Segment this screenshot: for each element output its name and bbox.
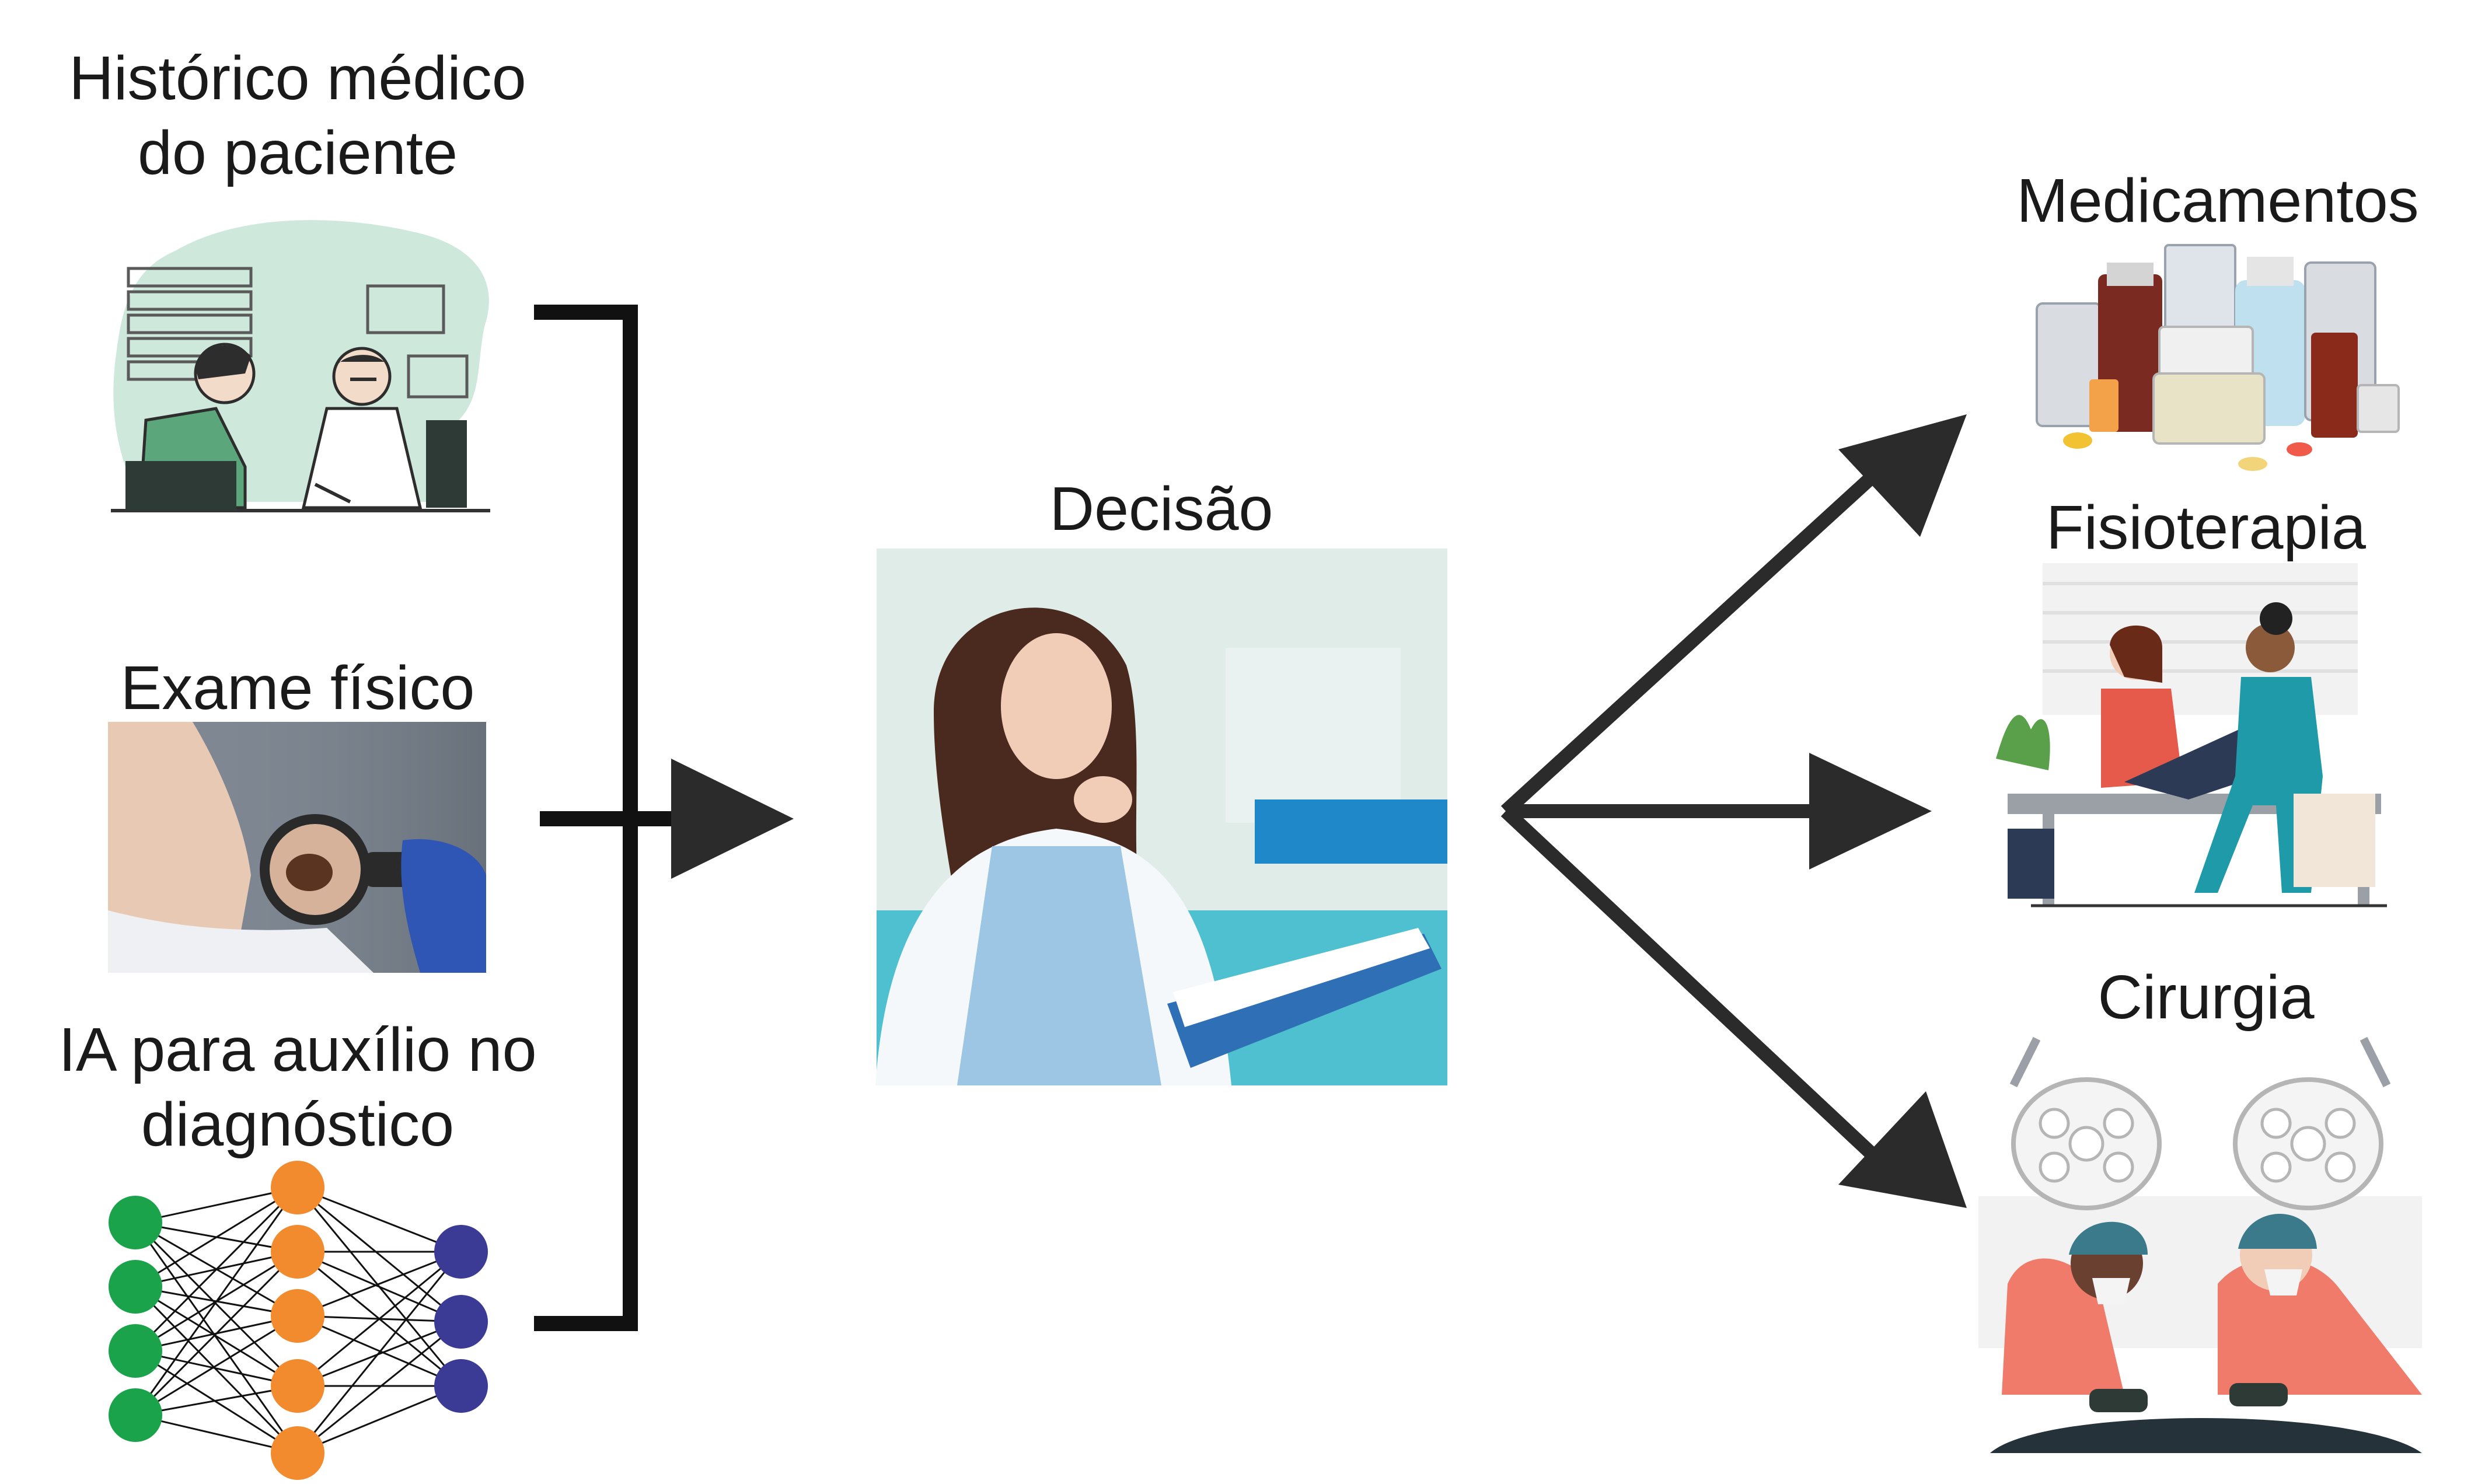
nn-edge: [135, 1286, 298, 1387]
nn-edge: [135, 1385, 298, 1416]
nn-hidden-node: [271, 1289, 324, 1343]
medications-label: Medicamentos: [2016, 166, 2419, 235]
history-label-line2: do paciente: [137, 118, 458, 187]
patient-history-illustration: [111, 220, 490, 512]
nn-input-node: [109, 1196, 162, 1249]
nn-hidden-node: [271, 1161, 324, 1214]
nn-hidden-node: [271, 1225, 324, 1279]
nn-edge: [134, 1186, 299, 1352]
nn-hidden-node: [271, 1426, 324, 1480]
decision-label: Decisão: [1049, 474, 1273, 543]
arrow-head-medications: [1838, 414, 1967, 537]
nn-input-node: [109, 1324, 162, 1378]
nn-edge: [297, 1251, 462, 1387]
nn-edge: [297, 1251, 462, 1323]
history-label-line1: Histórico médico: [69, 44, 526, 113]
exam-label: Exame físico: [120, 654, 475, 722]
surgery-illustration: [1978, 1036, 2422, 1453]
physio-label: Fisioterapia: [2046, 493, 2366, 562]
nn-edge: [297, 1186, 462, 1253]
nn-output-node: [434, 1359, 488, 1413]
ai-label-line2: diagnóstico: [141, 1090, 455, 1159]
nn-edge: [297, 1315, 462, 1387]
output-arrows: [1500, 470, 1879, 1161]
arrow-head-physio: [1809, 753, 1932, 870]
medications-illustration: [2036, 244, 2400, 471]
ai-label: IA para auxílio no diagnóstico: [23, 1012, 572, 1162]
arrow-to-decision: [671, 759, 794, 879]
nn-edge: [135, 1350, 298, 1387]
ai-label-line1: IA para auxílio no: [58, 1015, 537, 1084]
nn-edge: [297, 1385, 462, 1454]
surgery-label: Cirurgia: [2097, 963, 2315, 1032]
nn-edge: [296, 1251, 462, 1454]
physiotherapy-illustration: [1996, 563, 2387, 907]
nn-edge: [135, 1350, 298, 1454]
nn-edge: [135, 1186, 298, 1288]
nn-edge: [297, 1321, 462, 1454]
nn-edge: [134, 1221, 299, 1387]
nn-edge: [134, 1222, 299, 1454]
nn-edge: [134, 1251, 299, 1416]
decision-photo: [875, 549, 1447, 1085]
nn-edge: [134, 1286, 299, 1454]
nn-edge: [297, 1251, 462, 1317]
arrow-head-surgery: [1838, 1091, 1967, 1208]
nn-output-node: [434, 1225, 488, 1279]
input-bracket: [534, 305, 689, 1331]
nn-edge: [134, 1187, 299, 1416]
neural-network: [109, 1161, 488, 1480]
nn-edge: [297, 1186, 462, 1323]
nn-edge: [135, 1186, 298, 1224]
nn-edge: [135, 1414, 298, 1454]
nn-input-node: [109, 1388, 162, 1442]
nn-input-node: [109, 1260, 162, 1314]
nn-edge: [135, 1315, 298, 1416]
nn-hidden-node: [271, 1359, 324, 1413]
nn-edge: [297, 1321, 462, 1387]
history-label: Histórico médico do paciente: [35, 41, 560, 190]
physical-exam-photo: [108, 722, 486, 973]
nn-output-node: [434, 1295, 488, 1349]
